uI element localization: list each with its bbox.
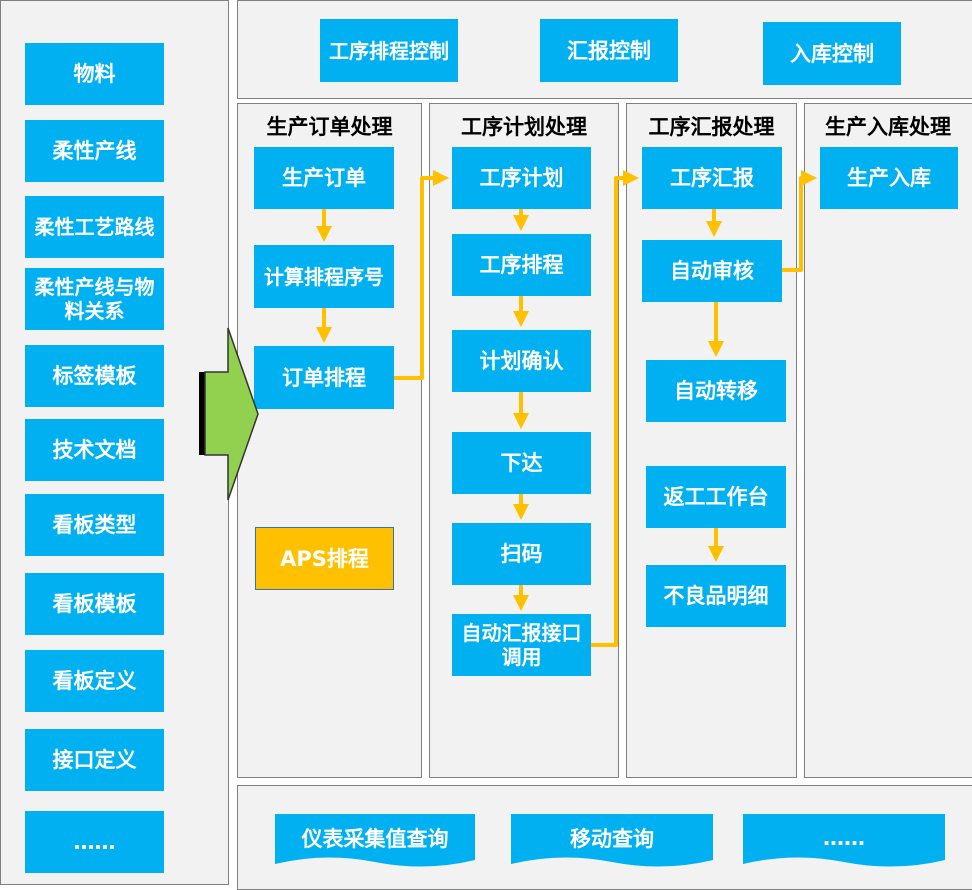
auto-audit-step[interactable]: 自动审核: [642, 240, 782, 302]
process-scheduling-step[interactable]: 工序排程: [452, 234, 591, 296]
report-column-panel: [626, 103, 797, 778]
warehouse-control-button[interactable]: 入库控制: [763, 22, 901, 85]
rework-workbench-step[interactable]: 返工工作台: [646, 466, 786, 528]
production-order-step[interactable]: 生产订单: [254, 147, 394, 209]
more-query-button[interactable]: ……: [743, 814, 945, 870]
warehouse-column-header: 生产入库处理: [825, 115, 951, 139]
defect-detail-step[interactable]: 不良品明细: [646, 565, 786, 627]
sidebar-item-interface-definition[interactable]: 接口定义: [25, 729, 164, 791]
order-scheduling-step[interactable]: 订单排程: [254, 346, 394, 409]
sidebar-item-flexible-route[interactable]: 柔性工艺路线: [25, 196, 164, 258]
sidebar-item-tech-docs[interactable]: 技术文档: [25, 419, 164, 481]
sidebar-item-kanban-template[interactable]: 看板模板: [25, 573, 164, 635]
meter-value-query-button[interactable]: 仪表采集值查询: [275, 814, 475, 870]
mobile-query-button[interactable]: 移动查询: [511, 814, 713, 870]
production-warehousing-step[interactable]: 生产入库: [820, 147, 958, 209]
sidebar-item-kanban-type[interactable]: 看板类型: [25, 494, 164, 556]
process-schedule-control-button[interactable]: 工序排程控制: [320, 19, 458, 82]
wave-shape: [743, 814, 945, 867]
sidebar-item-label-template[interactable]: 标签模板: [25, 345, 164, 407]
sidebar-item-kanban-definition[interactable]: 看板定义: [25, 650, 164, 712]
scan-step[interactable]: 扫码: [452, 523, 591, 585]
wave-shape: [275, 814, 475, 867]
process-plan-step[interactable]: 工序计划: [452, 147, 591, 209]
meter-value-query-label: 仪表采集值查询: [301, 827, 449, 851]
plan-confirm-step[interactable]: 计划确认: [452, 330, 591, 392]
mobile-query-label: 移动查询: [570, 827, 654, 851]
release-step[interactable]: 下达: [452, 432, 591, 494]
sidebar-item-flexible-line[interactable]: 柔性产线: [25, 120, 164, 182]
report-control-button[interactable]: 汇报控制: [540, 19, 678, 82]
sidebar-item-more[interactable]: ……: [25, 811, 164, 873]
process-report-step[interactable]: 工序汇报: [642, 147, 782, 209]
sidebar-item-line-material-relation[interactable]: 柔性产线与物料关系: [25, 268, 164, 330]
warehouse-column-panel: [804, 103, 972, 778]
auto-transfer-step[interactable]: 自动转移: [646, 360, 786, 422]
auto-report-api-step[interactable]: 自动汇报接口调用: [452, 614, 591, 676]
report-column-header: 工序汇报处理: [648, 115, 775, 139]
order-column-header: 生产订单处理: [266, 115, 393, 139]
more-query-label: ……: [823, 826, 865, 850]
sidebar-item-material[interactable]: 物料: [25, 43, 164, 105]
plan-column-header: 工序计划处理: [461, 115, 587, 139]
wave-shape: [511, 814, 713, 867]
aps-scheduling-button[interactable]: APS排程: [255, 527, 394, 590]
calc-schedule-number-step[interactable]: 计算排程序号: [254, 245, 394, 308]
